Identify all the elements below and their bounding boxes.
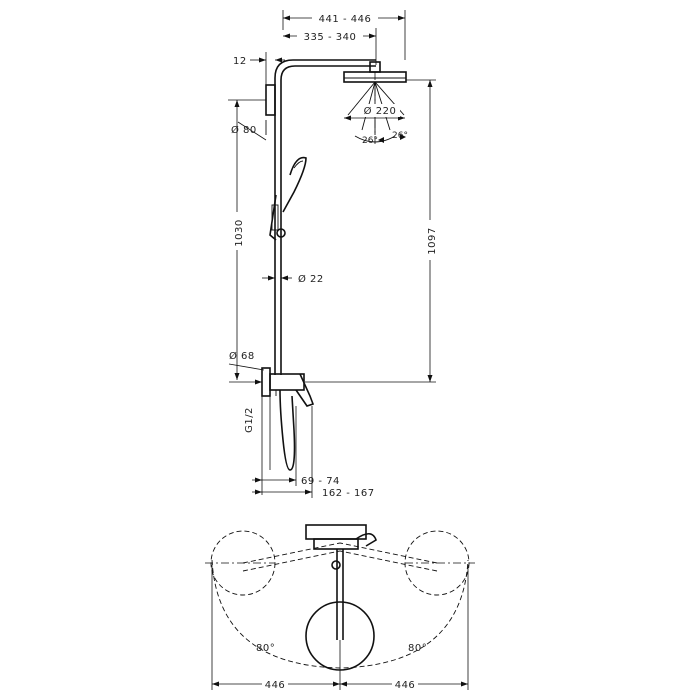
dim-tilt-left: 26° bbox=[362, 136, 378, 146]
dim-reach-left: 446 bbox=[265, 680, 286, 691]
dimension-wall-projection: 12 bbox=[233, 52, 285, 95]
dimension-top-reach: 446 446 bbox=[211, 565, 469, 691]
dim-wall-rose: Ø 80 bbox=[231, 124, 257, 136]
thermostatic-mixer bbox=[261, 367, 315, 471]
dimension-head-reach-inner: 335 - 340 bbox=[283, 28, 377, 65]
dimension-riser-height: 1030 bbox=[228, 100, 246, 380]
dimension-riser-diameter: Ø 22 bbox=[262, 273, 324, 285]
dim-wall-projection: 12 bbox=[233, 56, 247, 67]
dimension-inlet: G1/2 bbox=[244, 396, 271, 495]
dim-head-reach-total: 441 - 446 bbox=[319, 14, 372, 25]
front-view: 441 - 446 335 - 340 12 bbox=[228, 10, 439, 499]
dim-mixer-rose: Ø 68 bbox=[229, 350, 255, 362]
angle-left: 80° bbox=[256, 643, 275, 654]
dimension-mixer-depth: 69 - 74 bbox=[252, 406, 340, 487]
dim-riser-diameter: Ø 22 bbox=[298, 273, 324, 285]
dimension-head-diameter: Ø 220 26° 26° bbox=[344, 104, 408, 146]
dim-reach-right: 446 bbox=[395, 680, 416, 691]
hand-shower bbox=[269, 156, 307, 241]
dimension-head-reach-total: 441 - 446 bbox=[282, 10, 406, 60]
dim-head-diameter: Ø 220 bbox=[364, 105, 397, 117]
dim-mixer-depth: 69 - 74 bbox=[301, 476, 340, 487]
dim-inlet-thread: G1/2 bbox=[244, 407, 255, 433]
dim-overall-height: 1097 bbox=[427, 227, 438, 254]
dim-head-reach-inner: 335 - 340 bbox=[304, 32, 357, 43]
dimension-mixer-rose: Ø 68 bbox=[228, 350, 265, 385]
dimension-overall-height: 1097 bbox=[305, 79, 439, 383]
wall-bracket-top bbox=[265, 84, 276, 135]
top-view: 80° 80° 446 446 bbox=[205, 524, 475, 691]
angle-right: 80° bbox=[408, 643, 427, 654]
riser-pipe bbox=[274, 59, 376, 375]
mixer-top bbox=[305, 524, 377, 550]
dim-lever-reach: 162 - 167 bbox=[322, 488, 375, 499]
dimension-wall-rose: Ø 80 bbox=[228, 99, 267, 141]
dim-tilt-right: 26° bbox=[392, 131, 408, 141]
dimension-lever-reach: 162 - 167 bbox=[252, 406, 375, 499]
dim-riser-height: 1030 bbox=[234, 219, 245, 246]
